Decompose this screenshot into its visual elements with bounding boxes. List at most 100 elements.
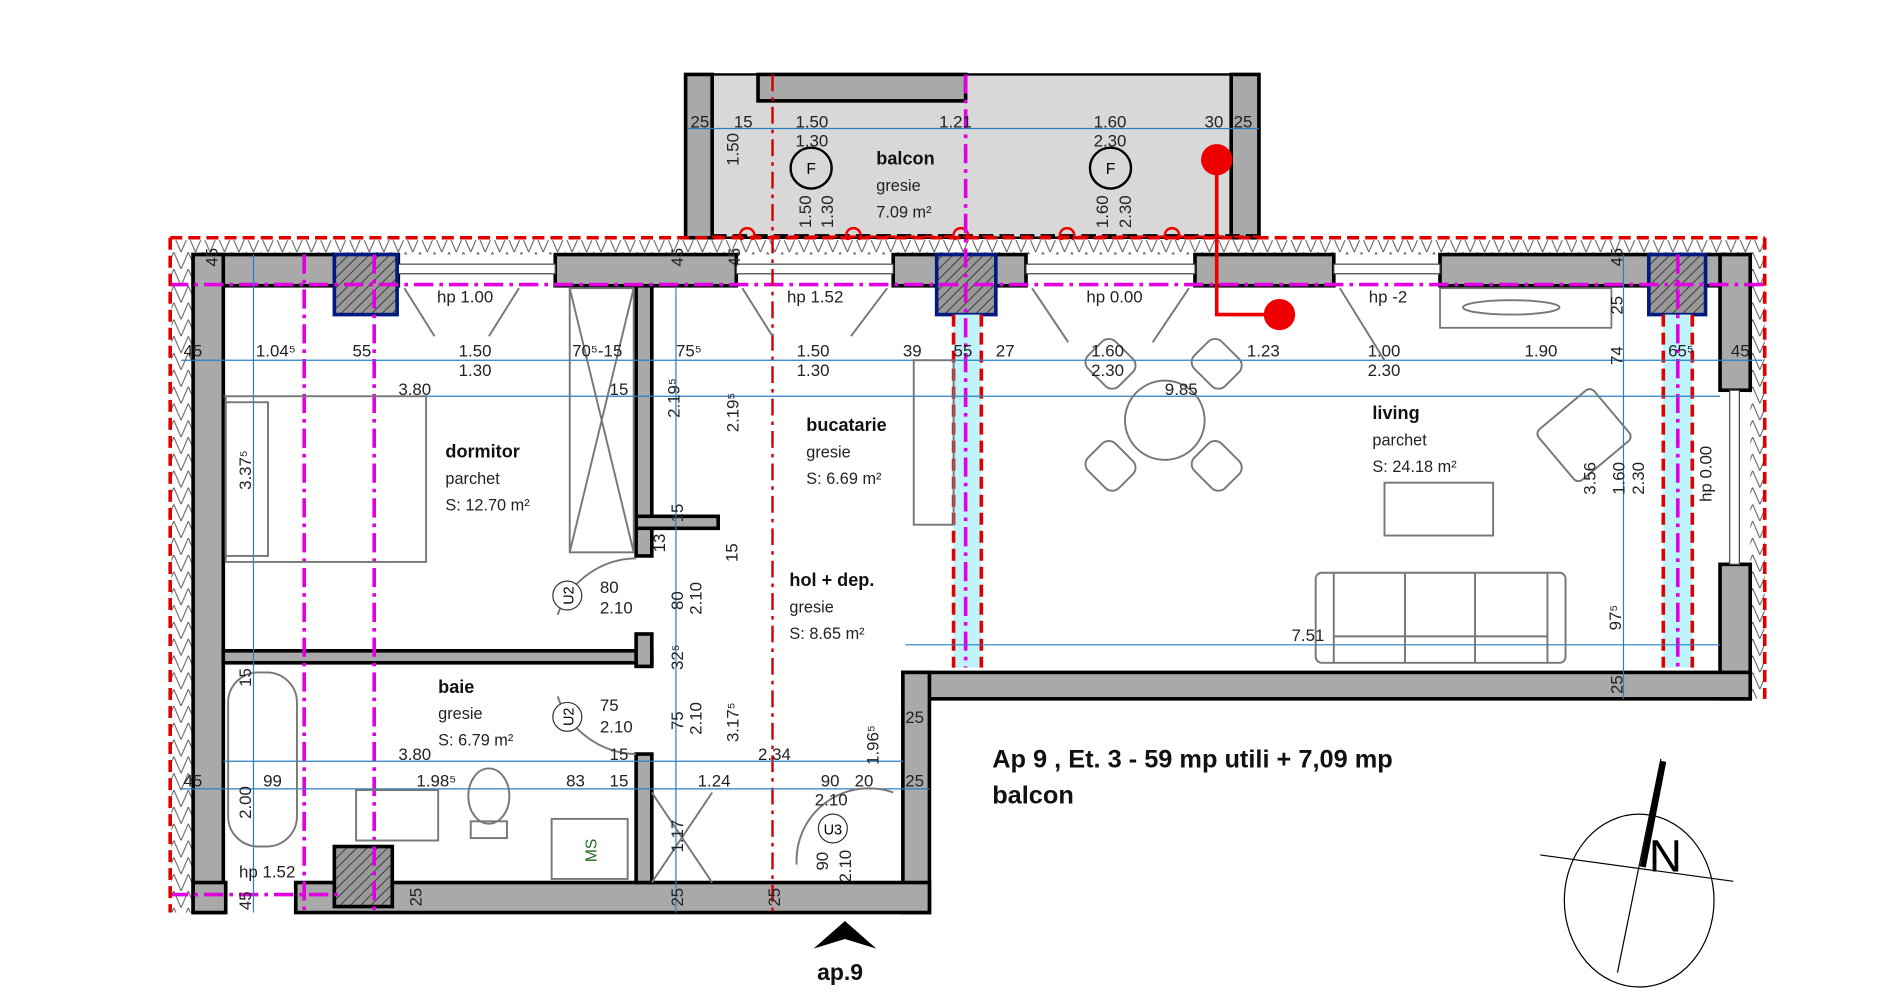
dimension-label: 2.00 <box>236 786 255 819</box>
dimension-label: 75⁵ <box>676 342 702 361</box>
dimension-label: 1.30 <box>459 361 492 380</box>
door-tag: U2 <box>552 580 583 611</box>
window-sill-height: hp 1.52 <box>239 863 295 882</box>
bathtub <box>227 671 298 848</box>
sink <box>355 789 440 842</box>
dimension-label: 1.30 <box>795 132 828 151</box>
dimension-label: 39 <box>903 342 922 361</box>
door-tag: U2 <box>552 701 583 732</box>
dimension-label: 32⁵ <box>668 644 687 670</box>
floor-drain-icon: F <box>1088 146 1133 190</box>
dimension-label: 2.30 <box>1368 361 1401 380</box>
dimension-label: 45 <box>202 248 221 267</box>
plan-title-2: balcon <box>992 781 1074 809</box>
axis-lines <box>168 74 1767 913</box>
dimension-label: 45 <box>183 342 202 361</box>
dimension-label: 1.90 <box>1525 342 1558 361</box>
toilet <box>467 767 511 825</box>
room-name: dormitor <box>445 442 519 462</box>
floor-drain-icon: F <box>789 146 833 190</box>
dimension-label: 45 <box>725 248 744 267</box>
dimension-label: 2.34 <box>758 745 791 764</box>
dimension-label: 7.51 <box>1292 626 1325 645</box>
utility-line <box>1201 144 1296 331</box>
north-label: N <box>1649 831 1682 882</box>
window-sill-height: hp 1.52 <box>787 288 843 307</box>
bed <box>224 395 428 563</box>
dimension-label: 55 <box>352 342 371 361</box>
dimension-label: 97⁵ <box>1606 605 1625 631</box>
window-sill-height: hp 0.00 <box>1697 446 1716 502</box>
drain-label: F <box>806 161 816 178</box>
dimension-label: 3.80 <box>398 380 431 399</box>
dimension-label: 25 <box>690 112 709 131</box>
dimension-label: 1.50 <box>797 342 830 361</box>
dimension-label: 2.10 <box>815 791 848 810</box>
dimension-label: 2.10 <box>686 582 705 615</box>
dimension-label: 80 <box>668 591 687 610</box>
room-floor: gresie <box>438 705 482 723</box>
dimension-label: 13 <box>650 534 669 553</box>
dimension-label: 99 <box>263 772 282 791</box>
balcony <box>683 72 1261 244</box>
dimension-label: 1.60 <box>1094 112 1127 131</box>
dimension-label: 74 <box>1607 346 1626 365</box>
dimension-label: 25 <box>905 772 924 791</box>
dimension-label: 2.30 <box>1091 361 1124 380</box>
room-floor: gresie <box>789 598 833 616</box>
room-name: baie <box>438 677 474 697</box>
room-floor: gresie <box>806 444 850 462</box>
dimension-label: 25 <box>1607 675 1626 694</box>
dimension-label: 3.80 <box>398 745 431 764</box>
dimension-label: 1.60 <box>1093 195 1112 228</box>
washing-machine <box>550 817 629 880</box>
dimension-label: 15 <box>236 668 255 687</box>
room-name: bucatarie <box>806 415 886 435</box>
dimension-label: 1.17 <box>668 820 687 853</box>
dimension-label: 1.50 <box>724 133 743 166</box>
coffee-table <box>1383 481 1495 537</box>
room-name: balcon <box>876 149 934 169</box>
drain-label: F <box>1106 161 1116 178</box>
dimension-lines <box>181 127 1763 913</box>
dimension-label: 45 <box>1607 248 1626 267</box>
dimension-label: 70⁵-15 <box>572 342 622 361</box>
dimension-label: 25 <box>1234 112 1253 131</box>
dimension-label: 1.30 <box>818 195 837 228</box>
room-area: S: 6.69 m² <box>806 470 882 488</box>
dimension-label: 25 <box>905 708 924 727</box>
dimension-label: 65⁵ <box>1668 342 1694 361</box>
dimension-label: 2.19⁵ <box>724 393 743 433</box>
insulation <box>171 240 1765 255</box>
room-area: S: 12.70 m² <box>445 496 530 514</box>
dimension-label: 90 <box>813 852 832 871</box>
dimension-label: 25 <box>765 888 784 907</box>
dimension-label: 3.17⁵ <box>724 702 743 742</box>
dimension-label: 2.30 <box>1116 195 1135 228</box>
dimension-label: 1.50 <box>459 342 492 361</box>
north-arrow-icon: N <box>1540 758 1734 988</box>
dimension-label: 9.85 <box>1165 380 1198 399</box>
tv <box>1461 299 1561 316</box>
dimension-label: 25 <box>406 888 425 907</box>
armchair <box>1536 388 1632 483</box>
dimension-label: 2.19⁵ <box>665 378 684 418</box>
dimension-label: 55 <box>954 342 973 361</box>
dimension-label: 45 <box>1731 342 1750 361</box>
room-area: S: 8.65 m² <box>789 625 865 643</box>
dimension-label: 1.04⁵ <box>256 342 296 361</box>
dimension-label: 45 <box>668 248 687 267</box>
appliance-label: MS <box>583 839 600 862</box>
dimension-label: 20 <box>855 772 874 791</box>
dimension-label: 3.37⁵ <box>236 450 255 490</box>
dimension-label: 2.10 <box>836 850 855 883</box>
window-sill-height: hp -2 <box>1369 288 1408 307</box>
dimension-label: 1.50 <box>795 112 828 131</box>
dining-table <box>1124 379 1206 461</box>
dimension-label: 80 <box>600 578 619 597</box>
dimension-label: 83 <box>566 772 585 791</box>
room-floor: parchet <box>445 470 500 488</box>
room-floor: gresie <box>876 177 920 195</box>
dimension-label: 75 <box>668 711 687 730</box>
dimension-label: 1.24 <box>698 772 731 791</box>
